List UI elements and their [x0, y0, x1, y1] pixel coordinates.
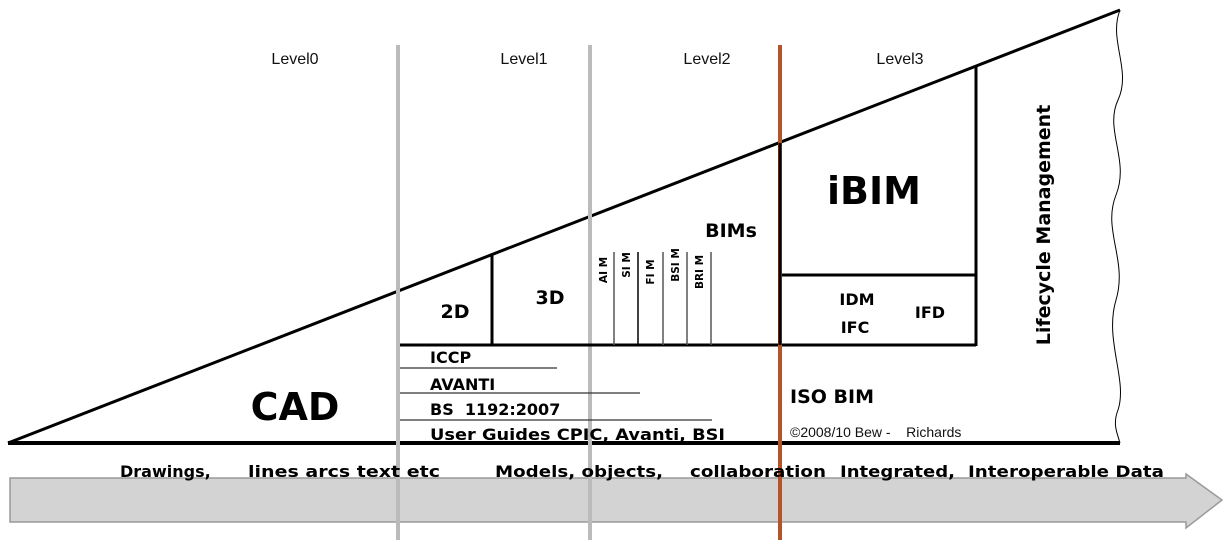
standard-item: BS 1192:2007: [430, 400, 560, 419]
level-1-label: Level1: [500, 51, 547, 68]
bim-type-label: FI M: [645, 259, 657, 284]
copyright: ©2008/10 Bew - Richards: [790, 424, 961, 440]
bim-type-label: BSI M: [670, 248, 682, 282]
ifc-label: IFC: [841, 318, 870, 337]
timeline-label: lines arcs text etc: [248, 462, 440, 481]
level-3-label: Level3: [876, 51, 923, 68]
ibim-label: iBIM: [827, 169, 921, 213]
2d-label: 2D: [441, 301, 470, 323]
timeline-label: Interoperable Data: [968, 462, 1164, 481]
3d-label: 3D: [536, 287, 565, 309]
cad-label: CAD: [251, 385, 340, 429]
standard-item: ICCP: [430, 348, 471, 367]
level-0-label: Level0: [271, 51, 318, 68]
idm-label: IDM: [839, 290, 874, 309]
lifecycle-management-label: Lifecycle Management: [1033, 105, 1055, 346]
timeline-label: collaboration: [690, 462, 826, 481]
iso-bim-label: ISO BIM: [790, 386, 874, 408]
ifd-label: IFD: [915, 303, 945, 322]
standard-item: AVANTI: [430, 375, 495, 394]
timeline-arrow: [9, 472, 1224, 530]
bim-type-label: SI M: [621, 252, 633, 278]
timeline-label: Drawings,: [120, 462, 211, 481]
wavy-edge: [1111, 9, 1123, 444]
level-2-label: Level2: [683, 51, 730, 68]
bims-label: BIMs: [705, 220, 757, 242]
timeline-label: Models, objects,: [495, 462, 663, 481]
maturity-hypotenuse: [7, 8, 1121, 445]
standard-item: User Guides CPIC, Avanti, BSI: [430, 425, 725, 444]
timeline-label: Integrated,: [840, 462, 955, 481]
bim-type-label: AI M: [598, 257, 610, 283]
bim-type-label: BRI M: [694, 255, 706, 289]
